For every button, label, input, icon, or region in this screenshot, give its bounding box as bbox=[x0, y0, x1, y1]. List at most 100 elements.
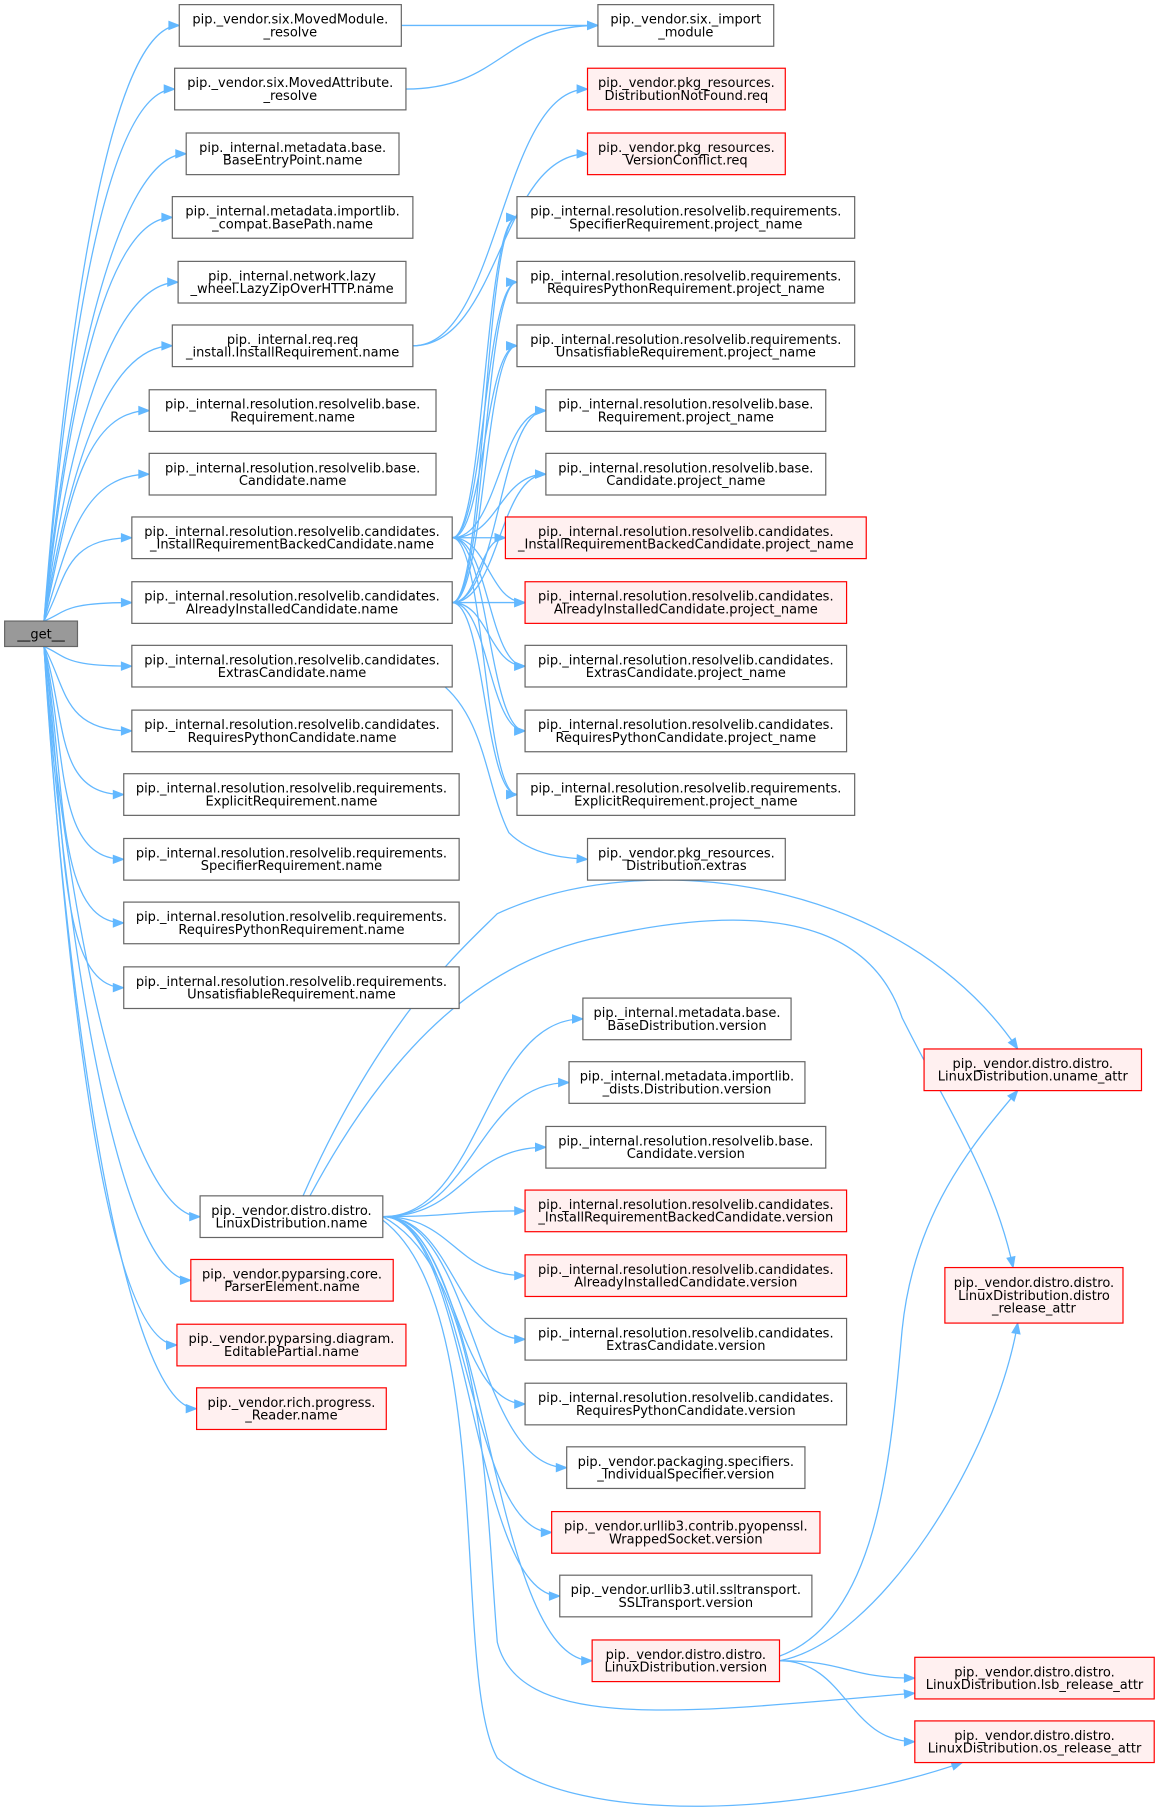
function-node[interactable]: pip._internal.network.lazy_wheel.LazyZip… bbox=[177, 260, 407, 304]
function-node[interactable]: pip._internal.resolution.resolvelib.base… bbox=[545, 1125, 827, 1169]
function-node[interactable]: pip._internal.metadata.importlib._dists.… bbox=[568, 1061, 806, 1104]
function-node[interactable]: pip._vendor.six._import_module bbox=[597, 4, 775, 47]
call-edge bbox=[43, 645, 134, 671]
function-node[interactable]: pip._internal.metadata.base.BaseEntryPoi… bbox=[185, 132, 400, 176]
function-node[interactable]: pip._internal.resolution.resolvelib.cand… bbox=[504, 516, 867, 560]
node-box bbox=[504, 516, 867, 560]
function-node[interactable]: pip._vendor.pkg_resources.Distribution.e… bbox=[586, 837, 786, 881]
function-node[interactable]: pip._vendor.pyparsing.core.ParserElement… bbox=[190, 1258, 394, 1302]
function-node[interactable]: pip._internal.metadata.importlib._compat… bbox=[171, 196, 414, 239]
node-label: __get__ bbox=[16, 627, 65, 642]
function-node[interactable]: pip._vendor.urllib3.util.ssltransport.SS… bbox=[559, 1574, 813, 1618]
call-edge bbox=[382, 1206, 527, 1218]
node-label: Distribution.extras bbox=[626, 859, 747, 874]
function-node[interactable]: pip._internal.resolution.resolvelib.cand… bbox=[524, 1382, 848, 1426]
function-node[interactable]: pip._internal.resolution.resolvelib.base… bbox=[545, 452, 827, 496]
node-label: pip._internal.resolution.resolvelib.requ… bbox=[136, 975, 447, 990]
node-box bbox=[545, 1125, 827, 1169]
function-node[interactable]: pip._internal.resolution.resolvelib.requ… bbox=[516, 773, 856, 816]
function-node[interactable]: pip._vendor.distro.distro.LinuxDistribut… bbox=[591, 1639, 781, 1683]
arrowhead-icon bbox=[112, 982, 126, 993]
root-function-node[interactable]: __get__ bbox=[4, 620, 79, 648]
function-node[interactable]: pip._vendor.pyparsing.diagram.EditablePa… bbox=[176, 1323, 407, 1367]
function-node[interactable]: pip._internal.resolution.resolvelib.base… bbox=[148, 452, 437, 496]
call-edge bbox=[309, 919, 1016, 1269]
call-edge bbox=[43, 646, 126, 865]
call-edge bbox=[779, 1089, 1019, 1657]
function-node[interactable]: pip._internal.resolution.resolvelib.requ… bbox=[516, 196, 856, 239]
arrowhead-icon bbox=[112, 918, 126, 928]
node-box bbox=[559, 1574, 813, 1618]
function-node[interactable]: pip._internal.resolution.resolvelib.cand… bbox=[524, 1317, 848, 1361]
function-node[interactable]: pip._vendor.distro.distro.LinuxDistribut… bbox=[199, 1195, 384, 1239]
function-node[interactable]: pip._internal.resolution.resolvelib.base… bbox=[148, 389, 437, 432]
function-node[interactable]: pip._internal.resolution.resolvelib.cand… bbox=[524, 1254, 848, 1298]
call-edge bbox=[452, 601, 527, 671]
arrowhead-icon bbox=[175, 149, 188, 159]
node-box bbox=[4, 620, 79, 648]
node-box bbox=[586, 132, 786, 176]
function-node[interactable]: pip._internal.req.req_install.InstallReq… bbox=[171, 324, 414, 368]
node-label: pip._internal.metadata.importlib. bbox=[185, 205, 399, 220]
function-node[interactable]: pip._vendor.six.MovedAttribute._resolve bbox=[174, 67, 407, 111]
function-node[interactable]: pip._vendor.rich.progress._Reader.name bbox=[196, 1387, 387, 1431]
node-box bbox=[171, 324, 414, 368]
call-edge bbox=[405, 20, 600, 90]
node-label: pip._internal.resolution.resolvelib.cand… bbox=[538, 1263, 834, 1278]
node-label: pip._internal.resolution.resolvelib.base… bbox=[558, 1134, 813, 1149]
node-label: _compat.BasePath.name bbox=[211, 217, 373, 232]
function-node[interactable]: pip._vendor.six.MovedModule._resolve bbox=[178, 4, 402, 47]
node-label: pip._internal.resolution.resolvelib.cand… bbox=[538, 1391, 834, 1406]
function-node[interactable]: pip._internal.resolution.resolvelib.cand… bbox=[524, 709, 848, 753]
function-node[interactable]: pip._vendor.urllib3.contrib.pyopenssl.Wr… bbox=[551, 1510, 821, 1554]
function-node[interactable]: pip._internal.resolution.resolvelib.base… bbox=[545, 389, 827, 432]
arrowhead-icon bbox=[903, 1736, 917, 1747]
node-label: _module bbox=[657, 25, 713, 40]
node-box bbox=[524, 581, 848, 624]
node-box bbox=[123, 773, 460, 816]
function-node[interactable]: pip._internal.resolution.resolvelib.cand… bbox=[131, 644, 453, 688]
function-node[interactable]: pip._vendor.pkg_resources.VersionConflic… bbox=[586, 132, 786, 176]
function-node[interactable]: pip._internal.resolution.resolvelib.cand… bbox=[131, 709, 453, 753]
call-edge bbox=[452, 601, 519, 800]
call-edge bbox=[302, 879, 1019, 1197]
node-label: DistributionNotFound.req bbox=[605, 89, 769, 104]
function-node[interactable]: pip._internal.resolution.resolvelib.requ… bbox=[123, 901, 460, 945]
call-edge bbox=[382, 1077, 571, 1218]
node-label: LinuxDistribution.name bbox=[216, 1217, 368, 1232]
node-label: ExtrasCandidate.project_name bbox=[586, 666, 786, 681]
node-label: pip._vendor.pkg_resources. bbox=[598, 141, 775, 156]
node-label: Candidate.version bbox=[627, 1147, 745, 1162]
call-edge bbox=[382, 1216, 594, 1666]
function-node[interactable]: pip._internal.resolution.resolvelib.requ… bbox=[516, 260, 856, 304]
node-label: pip._internal.network.lazy bbox=[208, 269, 376, 284]
node-label: pip._internal.req.req bbox=[227, 333, 359, 348]
function-node[interactable]: pip._internal.resolution.resolvelib.requ… bbox=[516, 324, 856, 368]
node-label: pip._internal.resolution.resolvelib.cand… bbox=[538, 1198, 834, 1213]
function-node[interactable]: pip._internal.resolution.resolvelib.cand… bbox=[524, 1189, 848, 1233]
function-node[interactable]: pip._internal.resolution.resolvelib.requ… bbox=[123, 837, 460, 881]
arrowhead-icon bbox=[138, 469, 151, 479]
node-box bbox=[914, 1656, 1155, 1700]
function-node[interactable]: pip._internal.resolution.resolvelib.requ… bbox=[123, 966, 460, 1010]
node-box bbox=[597, 4, 775, 47]
call-edge bbox=[382, 1014, 585, 1218]
function-node[interactable]: pip._internal.resolution.resolvelib.cand… bbox=[131, 516, 453, 560]
node-label: pip._vendor.six.MovedModule. bbox=[192, 13, 388, 28]
function-node[interactable]: pip._internal.resolution.resolvelib.cand… bbox=[524, 581, 848, 624]
function-node[interactable]: pip._internal.metadata.base.BaseDistribu… bbox=[582, 997, 792, 1041]
function-node[interactable]: pip._vendor.distro.distro.LinuxDistribut… bbox=[923, 1048, 1143, 1092]
function-node[interactable]: pip._vendor.pkg_resources.DistributionNo… bbox=[586, 67, 786, 111]
node-box bbox=[516, 773, 856, 816]
function-node[interactable]: pip._internal.resolution.resolvelib.cand… bbox=[131, 581, 453, 624]
function-node[interactable]: pip._vendor.distro.distro.LinuxDistribut… bbox=[914, 1656, 1155, 1700]
node-label: pip._vendor.urllib3.contrib.pyopenssl. bbox=[564, 1520, 808, 1535]
function-node[interactable]: pip._vendor.packaging.specifiers._Indivi… bbox=[566, 1446, 806, 1490]
node-label: pip._vendor.six.MovedAttribute. bbox=[187, 76, 393, 91]
function-node[interactable]: pip._internal.resolution.resolvelib.cand… bbox=[524, 644, 848, 688]
function-node[interactable]: pip._vendor.distro.distro.LinuxDistribut… bbox=[914, 1720, 1155, 1764]
arrowhead-icon bbox=[506, 277, 519, 287]
function-node[interactable]: pip._vendor.distro.distro.LinuxDistribut… bbox=[944, 1266, 1124, 1324]
function-node[interactable]: pip._internal.resolution.resolvelib.requ… bbox=[123, 773, 460, 816]
